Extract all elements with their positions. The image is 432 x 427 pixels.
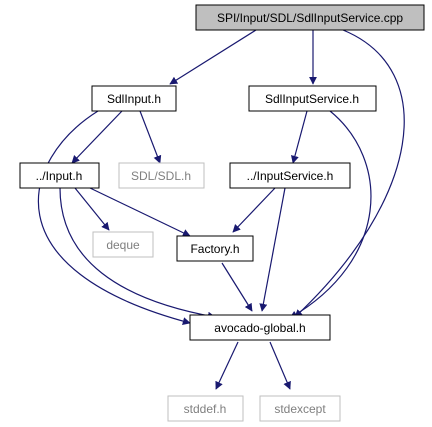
edge-sdlinput-sdlsdl: [139, 110, 162, 164]
node-label: SdlInput.h: [107, 92, 161, 106]
node-inputservice-h[interactable]: ../InputService.h: [229, 162, 351, 189]
node-box: [167, 395, 244, 422]
edge-factory-global: [221, 262, 253, 312]
edge-root-global: [294, 29, 405, 318]
node-box: [195, 4, 425, 31]
node-box: [248, 85, 377, 112]
node-label: avocado-global.h: [214, 321, 305, 335]
node-box: [176, 235, 254, 262]
edge-sdlinput-input: [71, 110, 123, 164]
node-label: stdexcept: [274, 402, 326, 416]
node-input-h[interactable]: ../Input.h: [19, 162, 100, 189]
node-box: [259, 395, 341, 422]
node-avocado-global-h[interactable]: avocado-global.h: [189, 314, 331, 341]
node-label: SPI/Input/SDL/SdlInputService.cpp: [217, 11, 403, 25]
node-box: [92, 231, 154, 258]
edge-global-stddef: [215, 341, 239, 390]
node-label: SdlInputService.h: [265, 92, 359, 106]
node-box: [118, 162, 205, 189]
edge-sdlservice-inputservice: [291, 110, 308, 164]
node-deque[interactable]: deque: [92, 231, 154, 258]
node-box: [91, 85, 177, 112]
edge-layer: [37, 29, 405, 390]
edge-sdlservice-global: [289, 110, 372, 319]
node-box: [189, 314, 331, 341]
node-box: [229, 162, 351, 189]
node-label: ../InputService.h: [247, 169, 334, 183]
edge-global-stdexcept: [269, 341, 291, 390]
node-label: SDL/SDL.h: [131, 169, 191, 183]
node-root[interactable]: SPI/Input/SDL/SdlInputService.cpp: [195, 4, 425, 31]
node-sdlinputservice-h[interactable]: SdlInputService.h: [248, 85, 377, 112]
node-stdexcept[interactable]: stdexcept: [259, 395, 341, 422]
edge-sdlinput-global: [37, 110, 191, 326]
node-label: ../Input.h: [36, 169, 83, 183]
node-label: Factory.h: [190, 242, 239, 256]
edge-inputservice-factory: [232, 187, 276, 233]
node-sdlinput-h[interactable]: SdlInput.h: [91, 85, 177, 112]
node-sdl-sdl-h[interactable]: SDL/SDL.h: [118, 162, 205, 189]
node-label: stddef.h: [184, 402, 227, 416]
edge-root-sdlinput: [169, 29, 257, 85]
node-box: [19, 162, 100, 189]
edge-input-deque: [74, 187, 110, 231]
edge-input-global: [59, 187, 216, 320]
node-label: deque: [106, 238, 140, 252]
edge-inputservice-global: [259, 187, 286, 312]
node-stddef-h[interactable]: stddef.h: [167, 395, 244, 422]
edge-input-factory: [89, 187, 191, 237]
node-factory-h[interactable]: Factory.h: [176, 235, 254, 262]
